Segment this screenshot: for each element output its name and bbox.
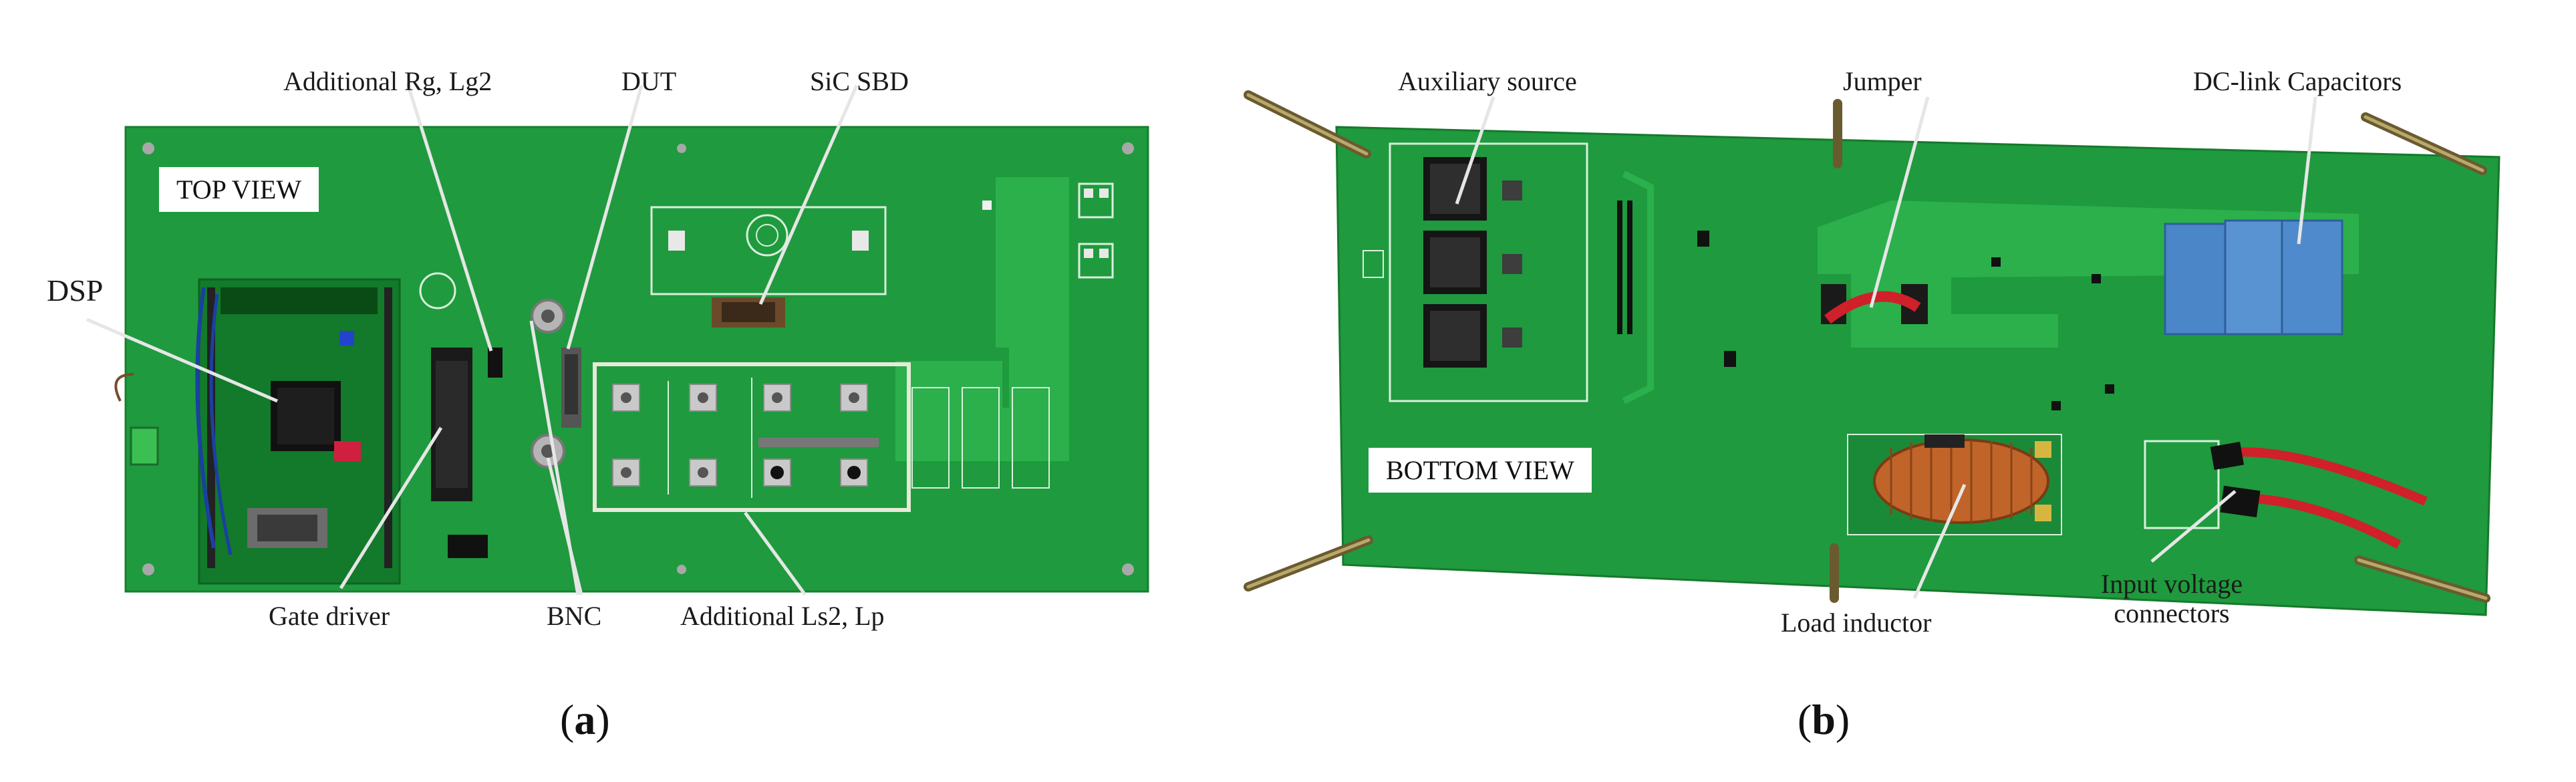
label-dut: DUT <box>621 66 677 96</box>
mounting-hole <box>142 563 154 575</box>
label-sic-sbd: SiC SBD <box>810 66 909 96</box>
label-jumper: Jumper <box>1843 66 1922 96</box>
label-dc-link-capacitors: DC-link Capacitors <box>2193 66 2402 96</box>
load-inductor-coil <box>1873 438 2049 524</box>
pcb-top-view-photo <box>86 83 1149 596</box>
mounting-hole <box>142 142 154 154</box>
panel-b-bottom-view: BOTTOM VIEW Auxiliary source Jumper DC-l… <box>1223 0 2576 782</box>
label-auxiliary-source: Auxiliary source <box>1398 66 1577 96</box>
pcb-bottom-view-photo <box>1244 90 2500 616</box>
terminal-block <box>130 426 159 466</box>
label-bnc: BNC <box>547 601 602 631</box>
label-input-voltage-connectors: Input voltage connectors <box>2058 569 2285 628</box>
dc-link-capacitors <box>2164 219 2343 336</box>
power-trace <box>895 177 1069 461</box>
ls2-lp-region <box>593 362 911 512</box>
leader-lines-b <box>1455 96 2317 600</box>
top-view-label: TOP VIEW <box>159 167 319 212</box>
input-voltage-cables <box>2210 441 2428 549</box>
panel-a-top-view: TOP VIEW Additional Rg, Lg2 DUT SiC SBD … <box>47 66 1149 743</box>
label-dsp: DSP <box>47 273 104 307</box>
bottom-view-label: BOTTOM VIEW <box>1369 448 1592 493</box>
caption-a: (a) <box>560 696 610 743</box>
label-additional-ls2-lp: Additional Ls2, Lp <box>680 601 885 631</box>
label-gate-driver: Gate driver <box>269 601 390 631</box>
leader-lines-a <box>86 83 859 596</box>
caption-b: (b) <box>1798 696 1850 743</box>
label-additional-rg-lg2: Additional Rg, Lg2 <box>283 66 492 96</box>
mounting-hole <box>1122 563 1134 575</box>
label-input-voltage-line1: Input voltage <box>2100 569 2243 599</box>
mounting-hole <box>1122 142 1134 154</box>
label-input-voltage-line2: connectors <box>2114 598 2230 628</box>
rg-lg2-component <box>488 348 503 378</box>
label-load-inductor: Load inductor <box>1781 608 1932 638</box>
